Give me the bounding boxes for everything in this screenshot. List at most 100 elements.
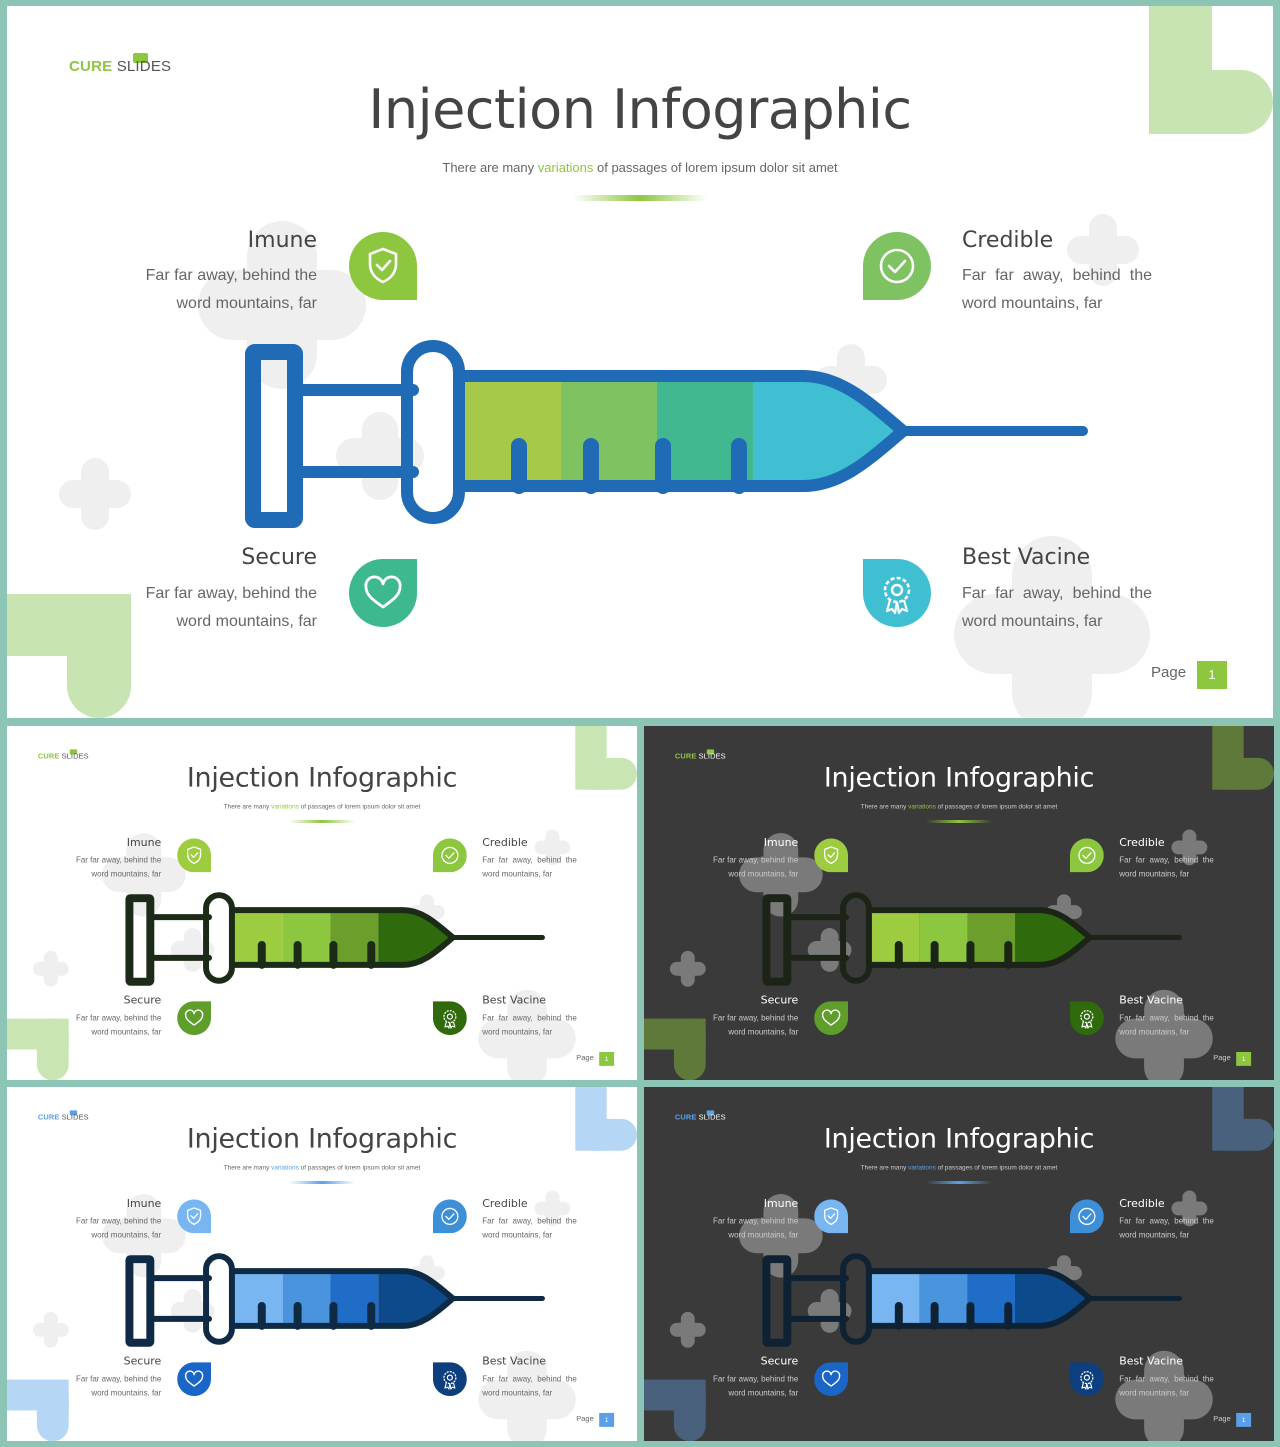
page-subtitle: There are many variations of passages of… — [644, 803, 1274, 810]
best-vacine-desc: Far far away, behind the word mountains,… — [1119, 1014, 1214, 1037]
logo-icon — [706, 749, 715, 755]
logo-icon — [69, 749, 78, 755]
slide-content: CURE SLIDES Injection Infographic There … — [644, 726, 1274, 1080]
title-divider — [925, 1181, 993, 1185]
secure-badge[interactable] — [349, 559, 417, 627]
shield-check-icon — [814, 1199, 849, 1234]
logo-slides: SLIDES — [61, 1112, 89, 1122]
imune-desc: Far far away, behind the word mountains,… — [75, 855, 162, 879]
slide-content: CURE SLIDES Injection Infographic There … — [7, 1087, 637, 1441]
logo: CURE SLIDES — [675, 752, 726, 760]
best-vacine-badge[interactable] — [1069, 1001, 1104, 1036]
secure-title: Secure — [760, 1355, 799, 1368]
shield-check-icon — [177, 1199, 212, 1234]
credible-badge[interactable] — [1069, 1199, 1104, 1234]
page-title: Injection Infographic — [186, 1122, 458, 1155]
best-vacine-badge[interactable] — [1069, 1362, 1104, 1397]
slide-thumbnail-green-dark[interactable]: CURE SLIDES Injection Infographic There … — [644, 726, 1274, 1080]
page-title: Injection Infographic — [368, 78, 912, 141]
page-label: Page — [1151, 664, 1187, 681]
credible-badge[interactable] — [1069, 838, 1104, 873]
page-number[interactable]: 1 — [599, 1051, 615, 1066]
page-number[interactable]: 1 — [1197, 661, 1227, 689]
subtitle-before: There are many — [860, 802, 909, 811]
best-vacine-badge[interactable] — [863, 559, 931, 627]
imune-badge[interactable] — [177, 1199, 212, 1234]
title-divider — [288, 820, 356, 824]
best-vacine-desc: Far far away, behind the word mountains,… — [962, 585, 1152, 630]
credible-badge[interactable] — [432, 838, 467, 873]
credible-title: Credible — [1119, 836, 1165, 849]
page-number[interactable]: 1 — [599, 1412, 615, 1427]
imune-desc: Far far away, behind the word mountains,… — [145, 267, 317, 312]
credible-badge[interactable] — [432, 1199, 467, 1234]
award-gear-icon — [432, 1362, 467, 1397]
heart-icon — [177, 1001, 212, 1036]
imune-badge[interactable] — [814, 1199, 849, 1234]
plus-shape-decoration — [7, 726, 637, 1080]
credible-desc: Far far away, behind the word mountains,… — [482, 1216, 577, 1240]
award-gear-icon — [863, 559, 931, 627]
secure-badge[interactable] — [814, 1001, 849, 1036]
logo-cure: CURE — [37, 751, 60, 761]
best-vacine-badge[interactable] — [432, 1362, 467, 1397]
check-circle-icon — [432, 1199, 467, 1234]
secure-badge[interactable] — [814, 1362, 849, 1397]
slide-thumbnail-blue-dark[interactable]: CURE SLIDES Injection Infographic There … — [644, 1087, 1274, 1441]
shield-check-icon — [177, 838, 212, 873]
logo-cure: CURE — [69, 58, 113, 75]
imune-title: Imune — [763, 1197, 799, 1210]
secure-title: Secure — [123, 1355, 162, 1368]
logo: CURE SLIDES — [38, 752, 89, 760]
logo-slides: SLIDES — [61, 751, 89, 761]
syringe-illustration — [762, 1253, 1182, 1347]
best-vacine-title: Best Vacine — [1119, 1355, 1184, 1368]
page-subtitle: There are many variations of passages of… — [644, 1164, 1274, 1171]
credible-desc: Far far away, behind the word mountains,… — [1119, 1216, 1214, 1240]
credible-badge[interactable] — [863, 232, 931, 300]
check-circle-icon — [863, 232, 931, 300]
best-vacine-desc: Far far away, behind the word mountains,… — [482, 1375, 577, 1398]
check-circle-icon — [1069, 1199, 1104, 1234]
best-vacine-title: Best Vacine — [482, 994, 547, 1007]
secure-badge[interactable] — [177, 1362, 212, 1397]
subtitle-after: of passages of lorem ipsum dolor sit ame… — [298, 1163, 421, 1172]
shield-check-icon — [814, 838, 849, 873]
subtitle-highlight: variations — [908, 802, 936, 811]
imune-badge[interactable] — [814, 838, 849, 873]
logo-slides: SLIDES — [116, 58, 172, 75]
secure-desc: Far far away, behind the word mountains,… — [75, 1375, 162, 1398]
heart-icon — [177, 1362, 212, 1397]
slide-thumbnail-green-light[interactable]: CURE SLIDES Injection Infographic There … — [7, 726, 637, 1080]
secure-badge[interactable] — [177, 1001, 212, 1036]
page-title: Injection Infographic — [823, 1122, 1095, 1155]
plus-shape-decoration — [644, 1087, 1274, 1441]
best-vacine-badge[interactable] — [432, 1001, 467, 1036]
title-divider — [573, 195, 707, 201]
slide-thumbnail-blue-light[interactable]: CURE SLIDES Injection Infographic There … — [7, 1087, 637, 1441]
page-label: Page — [1213, 1053, 1231, 1062]
slide-content: CURE SLIDES Injection Infographic There … — [7, 726, 637, 1080]
secure-title: Secure — [760, 994, 799, 1007]
imune-desc: Far far away, behind the word mountains,… — [75, 1216, 162, 1240]
page-label: Page — [576, 1053, 594, 1062]
logo: CURE SLIDES — [675, 1113, 726, 1121]
logo-slides: SLIDES — [698, 751, 726, 761]
title-divider — [288, 1181, 356, 1185]
imune-badge[interactable] — [177, 838, 212, 873]
credible-title: Credible — [482, 836, 528, 849]
page-number[interactable]: 1 — [1236, 1051, 1252, 1066]
logo-icon — [69, 1110, 78, 1116]
credible-title: Credible — [962, 228, 1054, 253]
slide-main[interactable]: CURE SLIDES Injection Infographic There … — [7, 6, 1273, 718]
imune-title: Imune — [247, 228, 317, 253]
credible-desc: Far far away, behind the word mountains,… — [482, 855, 577, 879]
logo: CURE SLIDES — [38, 1113, 89, 1121]
page-subtitle: There are many variations of passages of… — [7, 160, 1273, 175]
imune-desc: Far far away, behind the word mountains,… — [712, 855, 799, 879]
subtitle-before: There are many — [223, 802, 272, 811]
page-number[interactable]: 1 — [1236, 1412, 1252, 1427]
best-vacine-desc: Far far away, behind the word mountains,… — [482, 1014, 577, 1037]
imune-badge[interactable] — [349, 232, 417, 300]
subtitle-highlight: variations — [537, 160, 594, 175]
